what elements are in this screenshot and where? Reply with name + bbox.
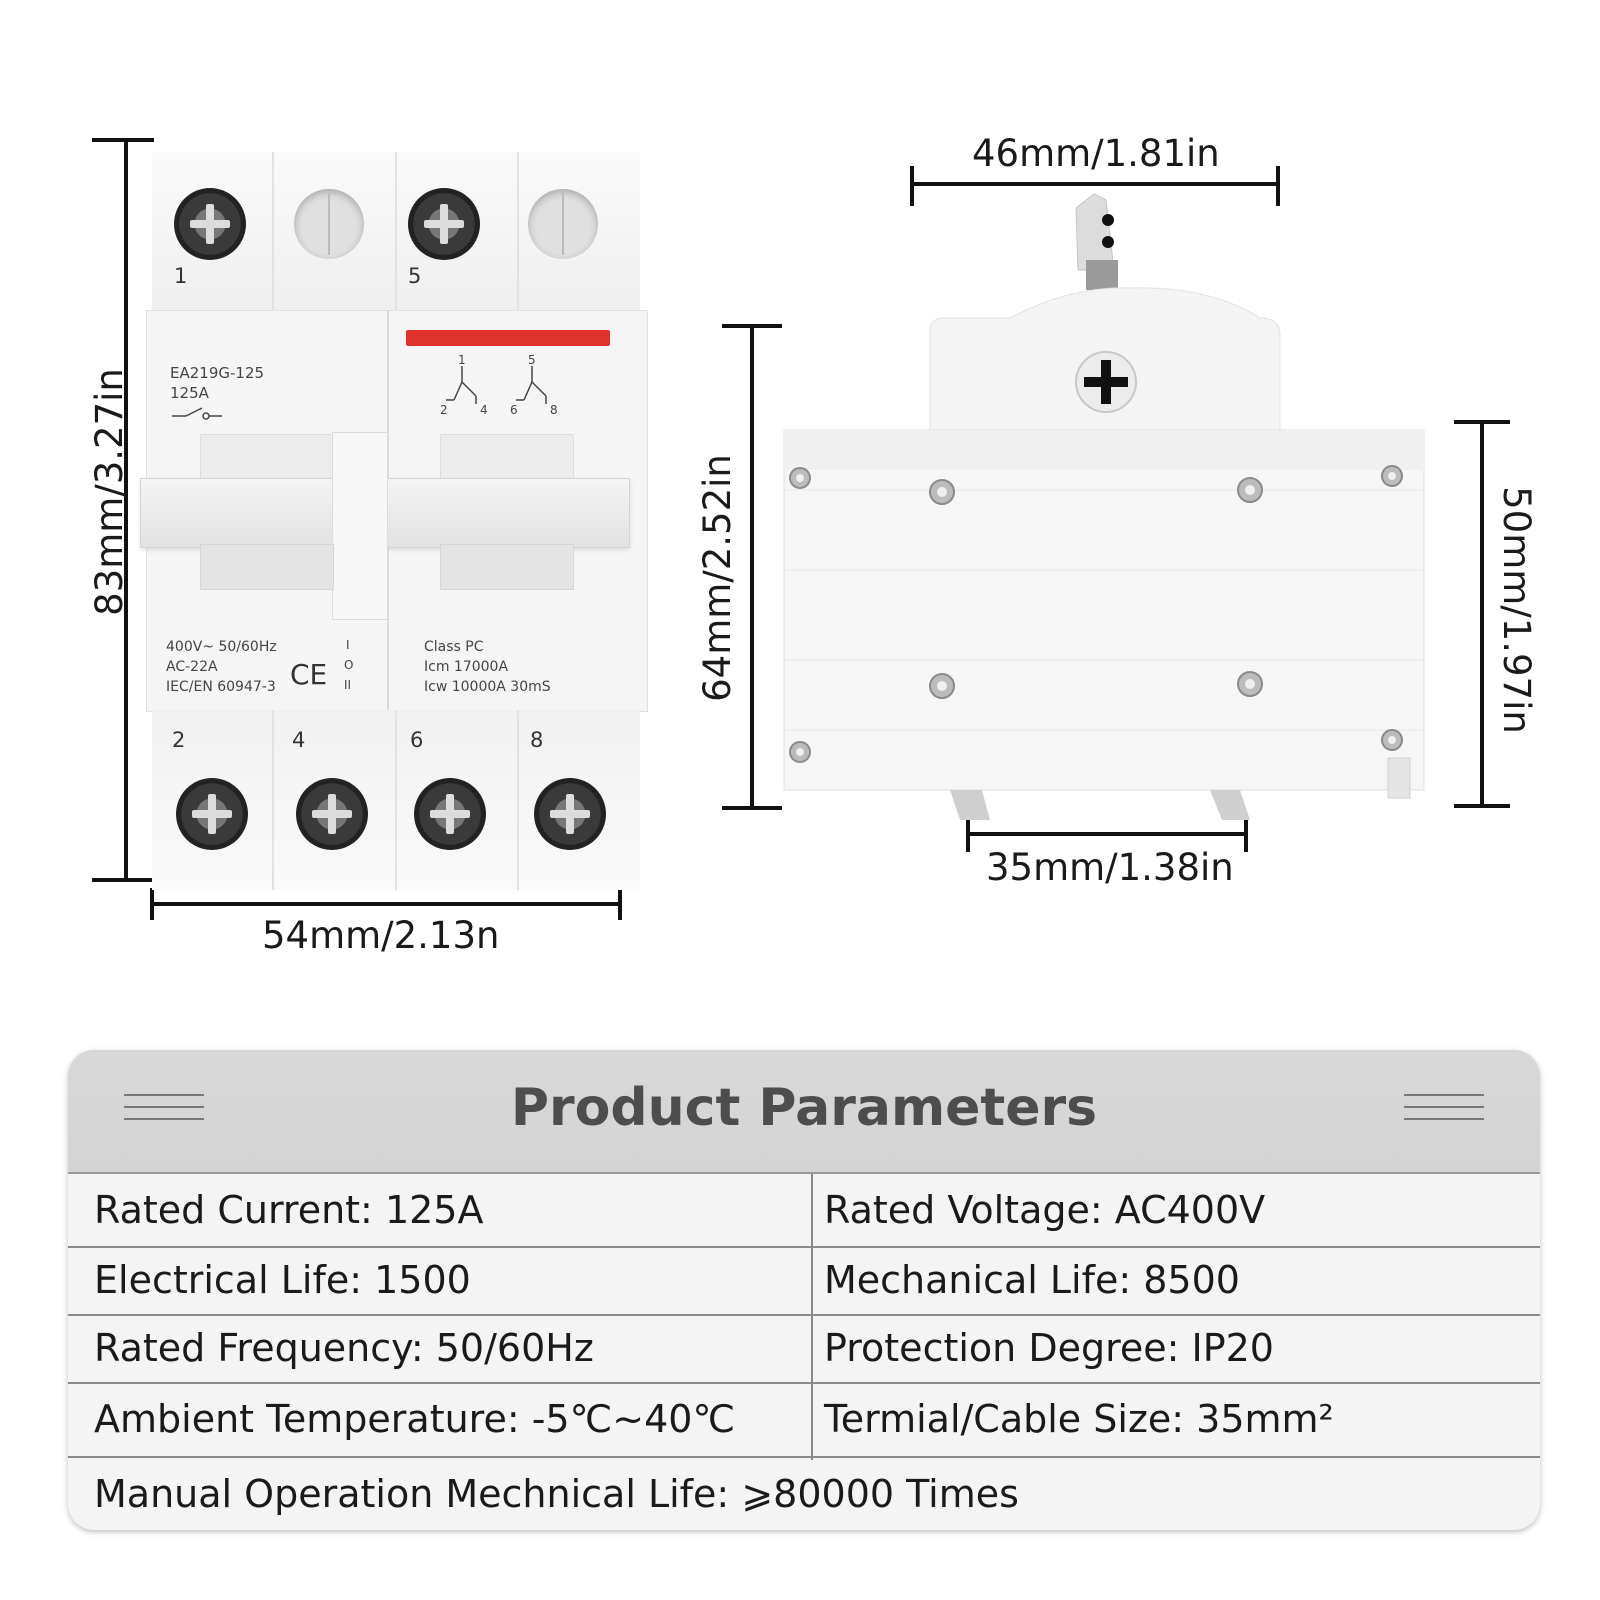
ce-mark: CE [290, 658, 328, 691]
side-height-right-label: 50mm/1.97in [1495, 486, 1538, 734]
status-window [200, 544, 334, 590]
position-label-i: I [346, 638, 350, 652]
diagram-label: 5 [528, 353, 536, 367]
side-height-cap-bottom [722, 806, 782, 810]
spec-voltage: 400V~ 50/60Hz [166, 639, 277, 655]
terminal-number-6: 6 [410, 728, 424, 752]
param-cable-size: Termial/Cable Size: 35mm² [824, 1397, 1334, 1441]
front-height-label: 83mm/3.27in [88, 368, 131, 616]
diagram-label: 1 [458, 353, 466, 367]
spec-utilization: AC-22A [166, 659, 218, 675]
status-window [200, 434, 334, 480]
terminal-hole [528, 189, 598, 259]
red-indicator-bar [406, 330, 610, 346]
terminal-number-2: 2 [172, 728, 186, 752]
rail-height-dimension-line [1480, 422, 1484, 806]
side-top-width-label: 46mm/1.81in [972, 132, 1220, 175]
parameters-table: Rated Current: 125A Rated Voltage: AC400… [68, 1172, 1540, 1530]
height-dimension-line [124, 140, 128, 880]
terminal-number-4: 4 [292, 728, 306, 752]
decorative-lines-icon [1404, 1094, 1484, 1134]
rail-height-cap-bottom [1454, 804, 1510, 808]
terminal-screw-2 [176, 778, 248, 850]
current-label: 125A [170, 384, 209, 402]
terminal-number-8: 8 [530, 728, 544, 752]
position-label-ii: II [344, 678, 352, 692]
spec-class: Class PC [424, 639, 484, 655]
position-label-o: O [344, 658, 354, 672]
terminal-screw-4 [296, 778, 368, 850]
breaker-front-view: 1 5 EA219G-125 125A 1 2 4 5 6 8 400V~ 50… [140, 152, 648, 890]
terminal-screw-6 [414, 778, 486, 850]
product-parameters-panel: Product Parameters Rated Current: 125A R… [68, 1050, 1540, 1530]
param-manual-operation-life: Manual Operation Mechnical Life: ⩾80000 … [94, 1472, 1019, 1516]
height-dimension-cap-bottom [92, 878, 154, 882]
width-dimension-line [152, 902, 622, 906]
side-height-left-label: 64mm/2.52in [696, 454, 739, 702]
breaker-side-view [783, 193, 1425, 820]
front-width-label: 54mm/2.13n [262, 914, 500, 957]
terminal-number-5: 5 [408, 264, 422, 288]
model-label: EA219G-125 [170, 364, 265, 382]
table-title: Product Parameters [510, 1078, 1098, 1138]
param-protection-degree: Protection Degree: IP20 [824, 1326, 1274, 1370]
terminal-screw-5 [408, 188, 480, 260]
terminal-screw-8 [534, 778, 606, 850]
rail-width-dimension-line [968, 832, 1248, 836]
param-rated-current: Rated Current: 125A [94, 1188, 484, 1232]
terminal-hole [294, 189, 364, 259]
table-row: Rated Current: 125A Rated Voltage: AC400… [68, 1174, 1540, 1248]
side-bottom-width-label: 35mm/1.38in [986, 846, 1234, 889]
status-window [440, 434, 574, 480]
param-rated-voltage: Rated Voltage: AC400V [824, 1188, 1266, 1232]
top-width-cap-right [1276, 166, 1280, 206]
top-width-cap-left [910, 166, 914, 206]
diagram-label: 6 [510, 403, 518, 416]
status-window [440, 544, 574, 590]
table-row: Electrical Life: 1500 Mechanical Life: 8… [68, 1246, 1540, 1316]
width-dimension-cap-right [618, 888, 622, 920]
diagram-label: 8 [550, 403, 558, 416]
diagram-label: 4 [480, 403, 488, 416]
spec-standard: IEC/EN 60947-3 [166, 679, 276, 695]
height-dimension-cap-top [92, 138, 154, 142]
table-row: Manual Operation Mechnical Life: ⩾80000 … [68, 1458, 1540, 1530]
spec-icw: Icw 10000A 30mS [424, 679, 551, 695]
param-ambient-temperature: Ambient Temperature: -5℃~40℃ [94, 1397, 736, 1441]
switch-symbol-icon [172, 407, 222, 420]
table-row: Rated Frequency: 50/60Hz Protection Degr… [68, 1314, 1540, 1384]
rail-height-cap-top [1454, 420, 1510, 424]
wiring-diagram-icon: 1 2 4 5 6 8 [440, 353, 558, 416]
param-electrical-life: Electrical Life: 1500 [94, 1258, 471, 1302]
param-mechanical-life: Mechanical Life: 8500 [824, 1258, 1240, 1302]
width-dimension-cap-left [150, 888, 154, 920]
top-width-dimension-line [912, 182, 1278, 186]
side-height-dimension-line [750, 326, 754, 810]
rail-width-cap-right [1244, 816, 1248, 852]
spec-icm: Icm 17000A [424, 659, 509, 675]
terminal-number-1: 1 [174, 264, 188, 288]
rail-width-cap-left [966, 816, 970, 852]
param-rated-frequency: Rated Frequency: 50/60Hz [94, 1326, 594, 1370]
table-row: Ambient Temperature: -5℃~40℃ Termial/Cab… [68, 1382, 1540, 1458]
decorative-lines-icon [124, 1094, 204, 1134]
diagram-label: 2 [440, 403, 448, 416]
terminal-screw-1 [174, 188, 246, 260]
side-height-cap-top [722, 324, 782, 328]
